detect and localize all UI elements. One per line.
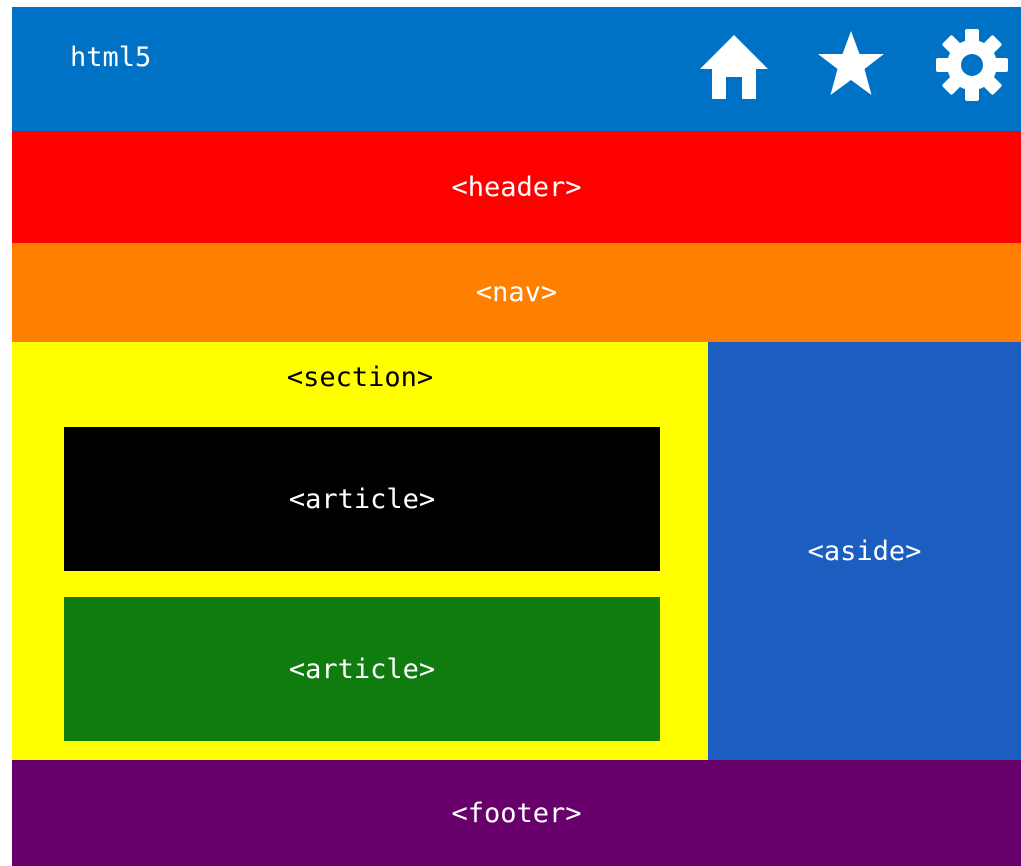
top-bar: html5 bbox=[12, 7, 1021, 131]
article-label-1: <article> bbox=[288, 483, 436, 515]
gear-hole bbox=[961, 54, 983, 76]
aside-block: <aside> bbox=[708, 342, 1021, 760]
header-label: <header> bbox=[451, 171, 582, 203]
home-icon[interactable] bbox=[698, 29, 770, 101]
section-label: <section> bbox=[286, 362, 434, 393]
article-label-2: <article> bbox=[288, 653, 436, 685]
nav-block: <nav> bbox=[12, 243, 1021, 342]
nav-label: <nav> bbox=[475, 277, 558, 308]
aside-label: <aside> bbox=[807, 535, 922, 567]
article-block-2: <article> bbox=[64, 597, 660, 741]
header-block: <header> bbox=[12, 131, 1021, 243]
layout-diagram: html5 <header> <nav> bbox=[12, 7, 1021, 866]
gear-icon[interactable] bbox=[934, 27, 1010, 103]
article-block-1: <article> bbox=[64, 427, 660, 571]
app-title: html5 bbox=[70, 42, 152, 73]
star-icon[interactable] bbox=[816, 29, 886, 99]
footer-block: <footer> bbox=[12, 760, 1021, 866]
footer-label: <footer> bbox=[451, 797, 582, 829]
